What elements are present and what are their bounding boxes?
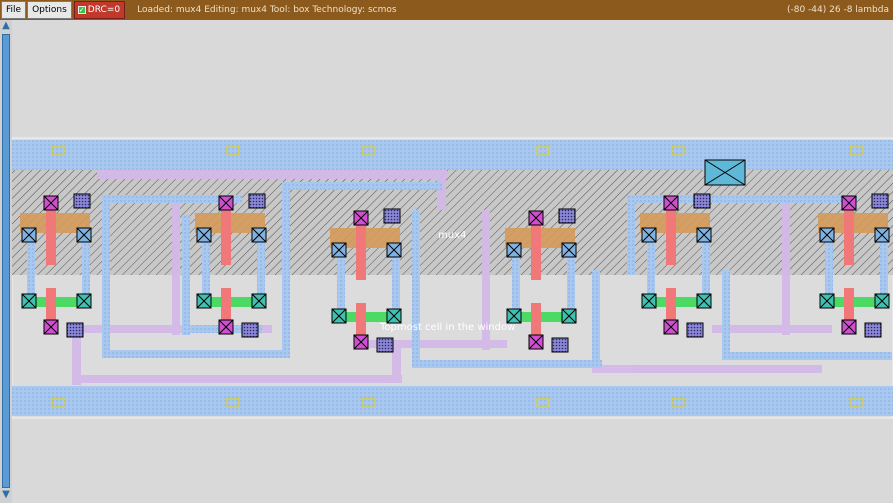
down-arrow-icon[interactable]: ▼ xyxy=(2,489,10,500)
metal1-strap[interactable] xyxy=(337,250,345,310)
metal1-strap[interactable] xyxy=(825,235,833,295)
poly-gate[interactable] xyxy=(356,220,366,280)
metal1-strap[interactable] xyxy=(202,235,210,295)
metal1-strap[interactable] xyxy=(512,250,520,310)
metal1-strap[interactable] xyxy=(82,235,90,295)
metal1-strap[interactable] xyxy=(27,235,35,295)
gnd-marker[interactable] xyxy=(226,397,240,407)
drc-indicator-button[interactable]: ✓ DRC=0 xyxy=(73,1,126,19)
poly-gate[interactable] xyxy=(46,288,56,323)
vdd-marker[interactable] xyxy=(536,145,550,155)
metal1-strap[interactable] xyxy=(647,235,655,295)
vdd-marker[interactable] xyxy=(671,145,685,155)
poly-gate[interactable] xyxy=(666,205,676,265)
via[interactable] xyxy=(551,337,569,353)
poly-gate[interactable] xyxy=(221,205,231,265)
via[interactable] xyxy=(248,193,266,209)
topmost-cell-label: Topmost cell in the window xyxy=(379,322,515,333)
via[interactable] xyxy=(871,193,889,209)
file-menu-button[interactable]: File xyxy=(1,1,27,19)
poly-gate[interactable] xyxy=(531,303,541,338)
gnd-marker[interactable] xyxy=(849,397,863,407)
poly-gate[interactable] xyxy=(844,288,854,323)
metal1-strap[interactable] xyxy=(702,235,710,295)
via[interactable] xyxy=(686,322,704,338)
up-arrow-icon[interactable]: ▲ xyxy=(2,20,10,31)
via[interactable] xyxy=(693,193,711,209)
vdd-marker[interactable] xyxy=(51,145,65,155)
scrollbar-thumb[interactable] xyxy=(2,34,10,488)
via[interactable] xyxy=(864,322,882,338)
gnd-marker[interactable] xyxy=(51,397,65,407)
poly-gate[interactable] xyxy=(221,288,231,323)
via[interactable] xyxy=(376,337,394,353)
status-text: Loaded: mux4 Editing: mux4 Tool: box Tec… xyxy=(137,5,397,15)
poly-gate[interactable] xyxy=(666,288,676,323)
metal1-strap[interactable] xyxy=(880,235,888,295)
via[interactable] xyxy=(558,208,576,224)
poly-gate[interactable] xyxy=(46,205,56,265)
vdd-marker[interactable] xyxy=(849,145,863,155)
vdd-marker[interactable] xyxy=(361,145,375,155)
via[interactable] xyxy=(73,193,91,209)
poly-gate[interactable] xyxy=(356,303,366,338)
cell-name-label: mux4 xyxy=(438,230,466,241)
metal1-strap[interactable] xyxy=(392,250,400,310)
vertical-scrollbar[interactable]: ▲ ▼ xyxy=(0,20,12,503)
cursor-coordinates: (-80 -44) 26 -8 lambda xyxy=(786,5,889,15)
poly-gate[interactable] xyxy=(531,220,541,280)
vdd-marker[interactable] xyxy=(226,145,240,155)
via[interactable] xyxy=(66,322,84,338)
gnd-marker[interactable] xyxy=(361,397,375,407)
checkbox-icon: ✓ xyxy=(77,6,86,14)
gnd-marker[interactable] xyxy=(671,397,685,407)
options-menu-button[interactable]: Options xyxy=(27,1,72,19)
via[interactable] xyxy=(383,208,401,224)
gnd-rail[interactable] xyxy=(12,386,893,416)
poly-gate[interactable] xyxy=(844,205,854,265)
nwell-region[interactable] xyxy=(12,170,893,275)
title-bar: File Options ✓ DRC=0 Loaded: mux4 Editin… xyxy=(0,0,893,20)
metal1-routing[interactable] xyxy=(102,182,892,368)
metal1-strap[interactable] xyxy=(567,250,575,310)
via[interactable] xyxy=(241,322,259,338)
gnd-marker[interactable] xyxy=(536,397,550,407)
metal1-strap[interactable] xyxy=(257,235,265,295)
drc-label: DRC=0 xyxy=(87,5,121,15)
vdd-rail[interactable] xyxy=(12,140,893,170)
layout-canvas[interactable]: mux4 Topmost cell in the window xyxy=(12,20,893,503)
vdd-via[interactable] xyxy=(704,159,746,186)
